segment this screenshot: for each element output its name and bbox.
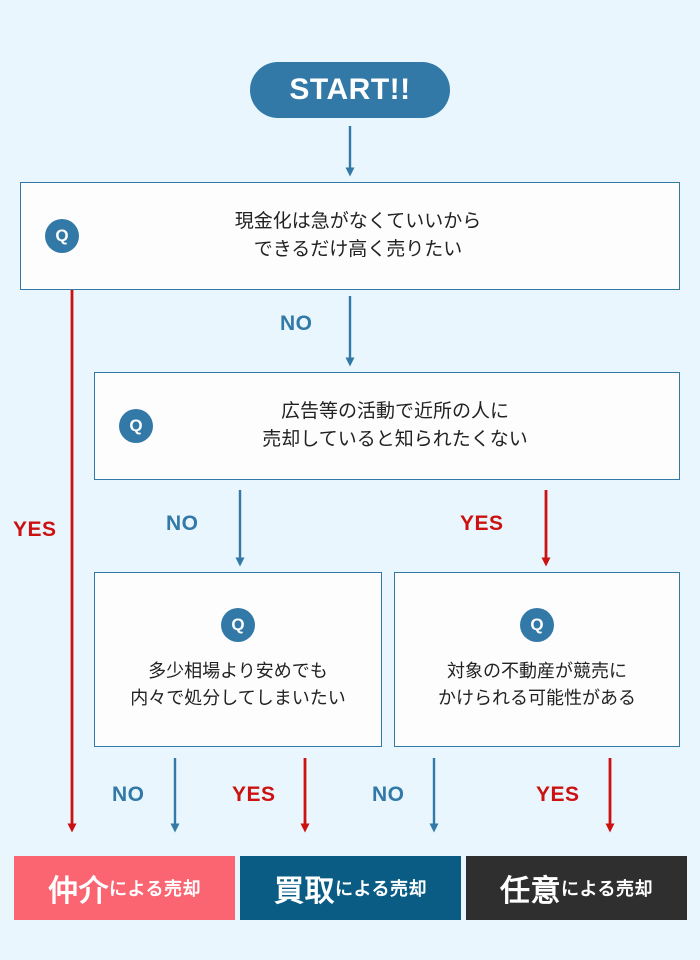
result-chukai-suffix: による売却 [109, 879, 201, 899]
edge-label-q3-yes: YES [232, 783, 276, 806]
edge-label-q4-yes: YES [536, 783, 580, 806]
q-badge-icon: Q [119, 409, 153, 443]
edge-label-q2-yes: YES [460, 512, 504, 535]
edge-label-q3-no: NO [112, 783, 145, 806]
result-kaitori-suffix: による売却 [335, 879, 427, 899]
question-text-q3: 多少相場より安めでも 内々で処分してしまいたい [130, 661, 346, 708]
question-box-q3[interactable]: Q 多少相場より安めでも 内々で処分してしまいたい [94, 572, 382, 747]
result-kaitori-keyword: 買取 [274, 875, 336, 908]
result-chukai-keyword: 仲介 [48, 875, 110, 908]
result-nini-keyword: 任意 [500, 875, 562, 908]
edge-label-q1-no: NO [280, 312, 313, 335]
question-text-q2: 広告等の活動で近所の人に 売却していると知られたくない [262, 401, 528, 450]
start-label: START!! [289, 73, 411, 106]
result-box-kaitori[interactable]: 買取 による売却 [240, 856, 461, 920]
question-box-q1[interactable]: Q 現金化は急がなくていいから できるだけ高く売りたい [20, 182, 680, 290]
q-badge-icon: Q [520, 608, 554, 643]
edge-label-q4-no: NO [372, 783, 405, 806]
question-box-q4[interactable]: Q 対象の不動産が競売に かけられる可能性がある [394, 572, 680, 747]
edge-label-q2-no: NO [166, 512, 199, 535]
result-box-chukai[interactable]: 仲介 による売却 [14, 856, 235, 920]
question-text-q1: 現金化は急がなくていいから できるだけ高く売りたい [234, 211, 482, 260]
result-box-nini[interactable]: 任意 による売却 [466, 856, 687, 920]
q-badge-icon: Q [221, 608, 255, 643]
edge-label-q1-yes: YES [13, 518, 57, 541]
start-node[interactable]: START!! [250, 62, 450, 118]
result-nini-suffix: による売却 [561, 879, 653, 899]
question-box-q2[interactable]: Q 広告等の活動で近所の人に 売却していると知られたくない [94, 372, 680, 480]
q-badge-icon: Q [45, 219, 79, 253]
question-text-q4: 対象の不動産が競売に かけられる可能性がある [438, 661, 636, 708]
